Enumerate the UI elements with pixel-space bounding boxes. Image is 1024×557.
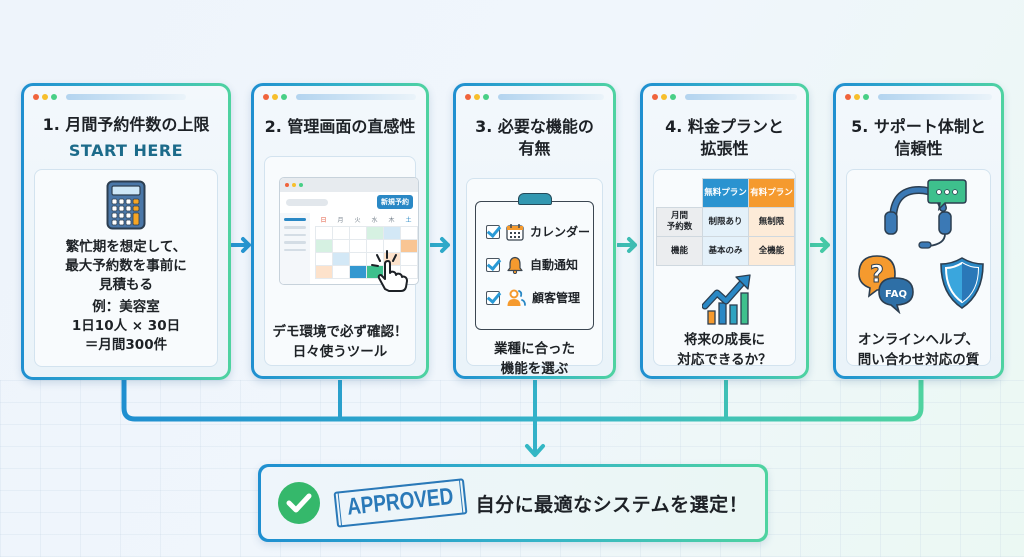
window-titlebar	[845, 93, 992, 101]
arrow-right-icon	[810, 237, 830, 253]
checkbox-checked-icon	[486, 224, 500, 239]
step-card-3: 3. 必要な機能の 有無 カレンダー 自動通知	[453, 83, 616, 379]
step-description: オンラインヘルプ、 問い合わせ対応の質	[857, 332, 980, 368]
checklist-item: カレンダー	[476, 215, 593, 248]
window-titlebar	[263, 93, 417, 101]
window-titlebar	[33, 93, 219, 101]
plan-header-free: 無料プラン	[702, 178, 749, 208]
step-card-2: 2. 管理画面の直感性 新規予約 日 月 火 水 木 土	[251, 83, 429, 379]
arrow-right-icon	[617, 237, 637, 253]
checklist-item: 顧客管理	[476, 281, 593, 314]
bell-icon	[507, 256, 523, 274]
window-titlebar	[652, 93, 797, 101]
step-title: 2. 管理画面の直感性	[264, 117, 416, 136]
step-panel: 繁忙期を想定して、 最大予約数を事前に 見積もる 例：美容室 1日10人 × 3…	[34, 169, 218, 367]
mock-search-bar	[286, 199, 328, 206]
arrow-right-icon	[231, 237, 251, 253]
mock-weekday-header: 日 月 火 水 木 土	[320, 217, 412, 224]
window-titlebar	[465, 93, 604, 101]
result-banner: APPROVED 自分に最適なシステムを選定！	[258, 464, 768, 542]
step-title: 1. 月間予約件数の上限	[42, 115, 210, 134]
calculator-icon	[106, 180, 146, 230]
step-panel: ? FAQ オンラインヘルプ、 問い合わせ対応の質	[846, 169, 991, 368]
faq-bubble-icon: ? FAQ	[858, 255, 914, 314]
mock-calendar-grid	[315, 226, 418, 279]
step-card-1: 1. 月間予約件数の上限 START HERE 繁忙期を想定して、 最大予約数を…	[21, 83, 231, 380]
bus-line	[121, 380, 924, 422]
plan-header-paid: 有料プラン	[748, 178, 795, 208]
checklist-item: 自動通知	[476, 248, 593, 281]
hand-pointer-icon	[371, 250, 408, 292]
mock-new-booking-button: 新規予約	[377, 195, 413, 209]
approved-stamp-text: APPROVED	[337, 479, 464, 527]
check-circle-icon	[278, 482, 320, 524]
headset-chat-icon	[884, 179, 967, 249]
step-panel: 無料プラン 有料プラン 月間予約数 制限あり 無制限 機能 基本のみ 全機能	[653, 169, 796, 368]
approved-stamp: APPROVED	[333, 478, 468, 528]
faq-label: FAQ	[885, 289, 907, 300]
growth-chart-icon	[702, 274, 751, 325]
start-here-label: START HERE	[68, 141, 184, 160]
checklist-label: 顧客管理	[532, 291, 581, 305]
calendar-icon	[506, 223, 524, 241]
step-description: 繁忙期を想定して、 最大予約数を事前に 見積もる	[65, 239, 187, 293]
checkbox-checked-icon	[486, 290, 500, 305]
step-panel: カレンダー 自動通知 顧客管理 業種に合った 機能を選ぶ	[466, 178, 603, 377]
plan-cell: 無制限	[748, 207, 795, 237]
step-title: 4. 料金プランと 拡張性	[665, 117, 784, 158]
step-description: 将来の成長に 対応できるか？	[677, 332, 772, 368]
plan-cell: 基本のみ	[702, 236, 749, 266]
down-arrowhead	[525, 444, 545, 457]
checklist-label: 自動通知	[530, 258, 579, 272]
plan-cell: 制限あり	[702, 207, 749, 237]
plan-row-label: 機能	[656, 236, 703, 266]
checklist-label: カレンダー	[530, 225, 591, 239]
step-panel: 新規予約 日 月 火 水 木 土	[264, 156, 419, 366]
users-icon	[507, 289, 526, 306]
plan-cell: 全機能	[748, 236, 795, 266]
arrow-right-icon	[430, 237, 450, 253]
step-card-5: 5. サポート体制と 信頼性 ? FAQ	[833, 83, 1004, 379]
plan-comparison-table: 無料プラン 有料プラン 月間予約数 制限あり 無制限 機能 基本のみ 全機能	[656, 178, 795, 266]
step-card-4: 4. 料金プランと 拡張性 無料プラン 有料プラン 月間予約数 制限あり 無制限…	[640, 83, 809, 379]
shield-icon	[940, 257, 984, 309]
checkbox-checked-icon	[486, 257, 500, 272]
result-text: 自分に最適なシステムを選定！	[475, 493, 749, 516]
step-title: 5. サポート体制と 信頼性	[851, 117, 986, 158]
step-title: 3. 必要な機能の 有無	[475, 117, 594, 158]
step-description: 業種に合った 機能を選ぶ	[494, 341, 575, 377]
plan-row-label: 月間予約数	[656, 207, 703, 237]
step-description: デモ環境で必ず確認！ 日々使うツール	[272, 324, 408, 360]
question-mark: ?	[870, 260, 884, 288]
calendar-dashboard-icon: 新規予約 日 月 火 水 木 土	[279, 177, 419, 285]
clipboard-checklist-icon: カレンダー 自動通知 顧客管理	[475, 193, 594, 330]
step-example: 例：美容室 1日10人 × 30日 ＝月間300件	[71, 299, 181, 353]
mock-sidebar	[280, 213, 310, 284]
